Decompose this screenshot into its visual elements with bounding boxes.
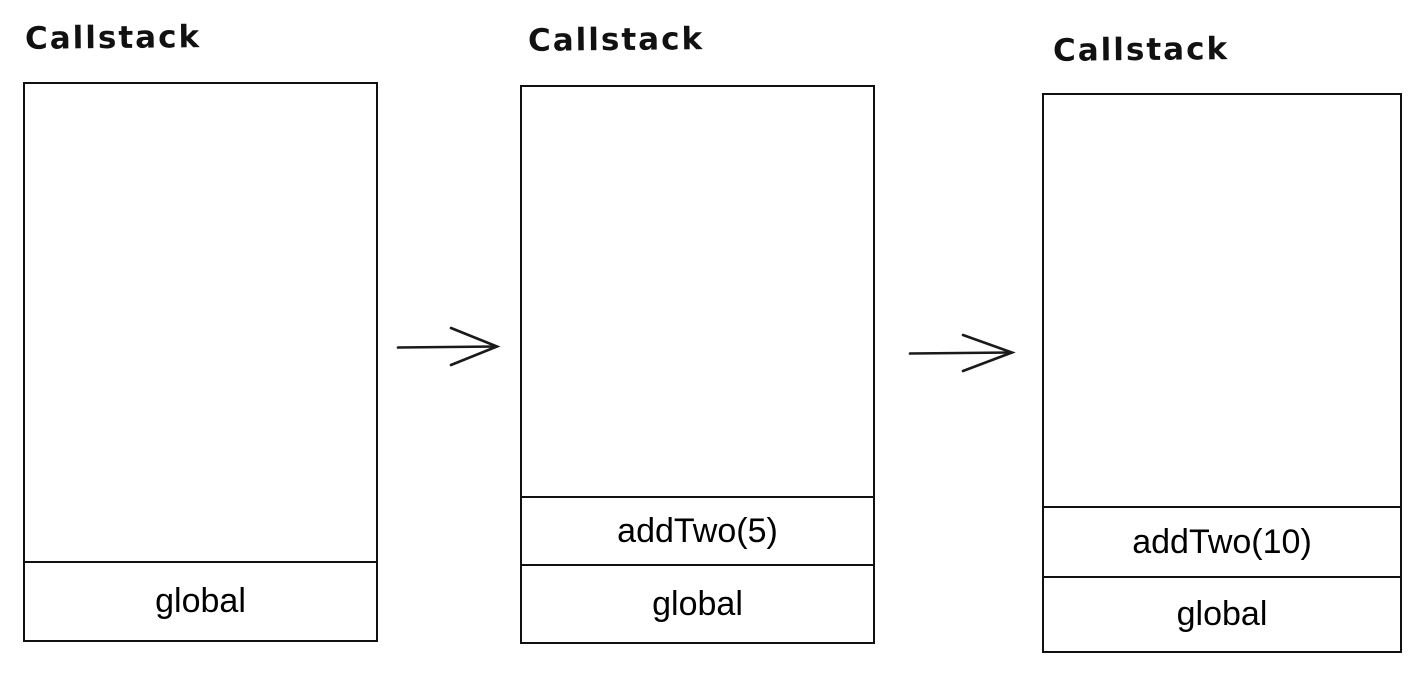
stack-frame-addtwo5: addTwo(5) (522, 496, 873, 564)
stack-frame-global: global (1044, 576, 1400, 651)
right-arrow-icon (908, 333, 1016, 373)
stack-frame-global: global (25, 561, 376, 640)
stack-empty-space (522, 87, 873, 496)
panel-1-title: Callstack (24, 19, 202, 57)
panel-3-stack-box: addTwo(10) global (1042, 93, 1402, 653)
stack-empty-space (25, 84, 376, 561)
right-arrow-icon (396, 326, 501, 367)
panel-3-title: Callstack (1052, 31, 1230, 69)
stack-frame-addtwo10: addTwo(10) (1044, 506, 1400, 576)
panel-2-title: Callstack (527, 21, 705, 59)
panel-1-stack-box: global (23, 82, 378, 642)
panel-2-stack-box: addTwo(5) global (520, 85, 875, 644)
stack-empty-space (1044, 95, 1400, 506)
stack-frame-global: global (522, 564, 873, 642)
